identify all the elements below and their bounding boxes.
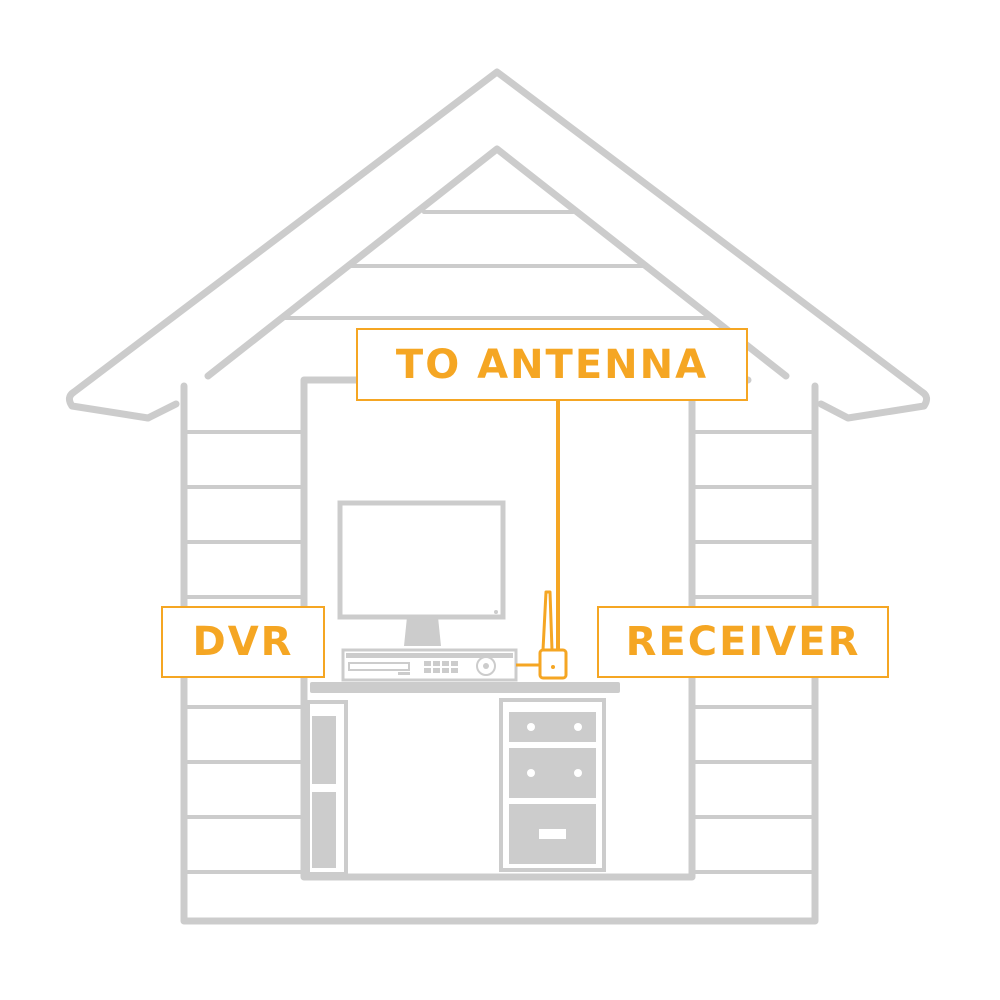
dvr-device-icon bbox=[341, 648, 518, 682]
to-antenna-label: TO ANTENNA bbox=[356, 328, 748, 401]
house-roof bbox=[65, 68, 931, 422]
cabinet-icon bbox=[499, 698, 606, 872]
monitor-icon bbox=[337, 500, 506, 646]
desk-top bbox=[310, 682, 620, 693]
dvr-label: DVR bbox=[161, 606, 325, 678]
right-wall-siding bbox=[690, 430, 814, 874]
receiver-icon bbox=[538, 590, 568, 680]
left-wall-siding bbox=[185, 430, 306, 874]
receiver-label: RECEIVER bbox=[597, 606, 889, 678]
left-shelf-icon bbox=[306, 700, 348, 876]
gable-siding bbox=[280, 210, 716, 320]
house-roof-inner bbox=[144, 145, 790, 422]
